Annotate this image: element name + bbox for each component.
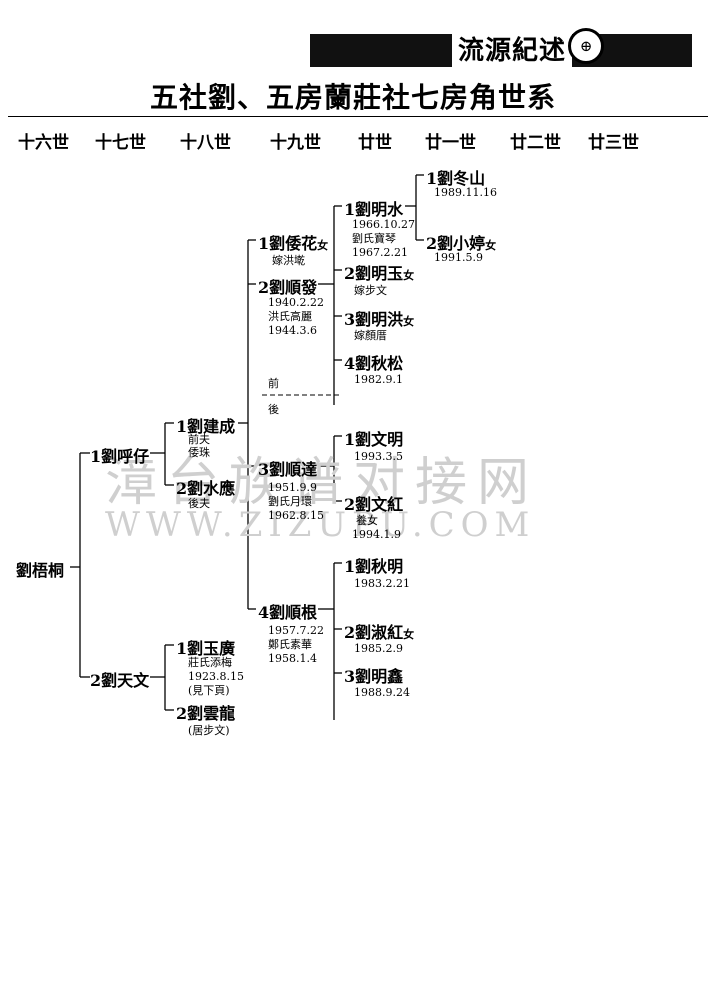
generation-23: 廿三世 [588, 133, 639, 153]
person-gen18-2: 2劉水應 [176, 479, 236, 498]
person-gen20-6: 2劉文紅 [344, 495, 404, 514]
person-gen20-5: 1劉文明 [344, 430, 404, 449]
page-title: 五社劉、五房蘭莊社七房角世系 [150, 81, 557, 114]
emblem-icon: ⊕ [568, 28, 604, 64]
person-gen20-8: 2劉淑紅女 [344, 623, 415, 642]
person-gen20-7: 1劉秋明 [344, 557, 404, 576]
person-gen17-2: 2劉天文 [90, 671, 150, 690]
section-title: 流源紀述 [452, 30, 573, 67]
divider-after-label: 後 [268, 403, 279, 416]
person-date: 1967.2.21 [352, 246, 408, 259]
title-rule [8, 116, 708, 117]
person-note: 劉氏寶琴 [352, 232, 396, 245]
person-gen19-4: 4劉順根 [258, 603, 318, 622]
generation-21: 廿一世 [425, 133, 476, 153]
person-date: 1944.3.6 [268, 324, 317, 337]
person-gen20-3: 3劉明洪女 [344, 310, 415, 329]
person-date: 1983.2.21 [354, 577, 410, 590]
person-gen20-4: 4劉秋松 [344, 354, 404, 373]
person-gen18-1: 1劉建成 [176, 417, 236, 436]
person-gen19-1: 1劉倭花女 [258, 234, 329, 253]
person-note: 後夫 [188, 497, 210, 510]
person-note: 倭珠 [188, 446, 210, 459]
person-note: 前夫 [188, 433, 210, 446]
generation-18: 十八世 [180, 133, 231, 153]
person-note: 洪氏高麗 [268, 310, 312, 323]
person-note: 鄭氏素華 [268, 638, 312, 651]
person-note: 養女 [356, 514, 378, 527]
person-note: 莊氏添梅 [188, 656, 232, 669]
generation-22: 廿二世 [510, 133, 561, 153]
person-note: (居步文) [188, 724, 230, 737]
person-gen20-2: 2劉明玉女 [344, 264, 415, 283]
person-date: 1958.1.4 [268, 652, 317, 665]
person-date: 1994.1.9 [352, 528, 401, 541]
person-note: 嫁步文 [354, 284, 387, 297]
person-gen20-1: 1劉明水 [344, 200, 404, 219]
watermark-text: 漳台族谱对接网 [105, 453, 540, 513]
person-date: 1982.9.1 [354, 373, 403, 386]
generation-16: 十六世 [18, 133, 69, 153]
person-date: 1989.11.16 [434, 186, 497, 199]
person-date: 1962.8.15 [268, 509, 324, 522]
person-note: (見下頁) [188, 684, 230, 697]
person-note: 劉氏月環 [268, 495, 312, 508]
person-date: 1951.9.9 [268, 481, 317, 494]
person-date: 1991.5.9 [434, 251, 483, 264]
person-date: 1923.8.15 [188, 670, 244, 683]
generation-17: 十七世 [95, 133, 146, 153]
person-note: 嫁顏厝 [354, 329, 387, 342]
person-gen18-4: 2劉雲龍 [176, 704, 236, 723]
person-date: 1966.10.27 [352, 218, 415, 231]
person-gen21-1: 1劉冬山 [426, 169, 486, 188]
generation-19: 十九世 [270, 133, 321, 153]
person-date: 1985.2.9 [354, 642, 403, 655]
person-date: 1988.9.24 [354, 686, 410, 699]
person-gen20-9: 3劉明鑫 [344, 667, 404, 686]
root-ancestor: 劉梧桐 [16, 561, 65, 580]
person-date: 1940.2.22 [268, 296, 324, 309]
divider-before-label: 前 [268, 377, 279, 390]
person-date: 1957.7.22 [268, 624, 324, 637]
person-gen19-3: 3劉順達 [258, 460, 318, 479]
person-gen17-1: 1劉呼仔 [90, 447, 150, 466]
person-gen21-2: 2劉小婷女 [426, 234, 497, 253]
person-gen19-2: 2劉順發 [258, 278, 318, 297]
person-note: 嫁洪墘 [272, 254, 305, 267]
generation-20: 廿世 [358, 133, 392, 153]
person-gen18-3: 1劉玉廣 [176, 639, 236, 658]
watermark-url: WWW.ZIZUPU.COM [105, 505, 536, 545]
person-date: 1993.3.5 [354, 450, 403, 463]
